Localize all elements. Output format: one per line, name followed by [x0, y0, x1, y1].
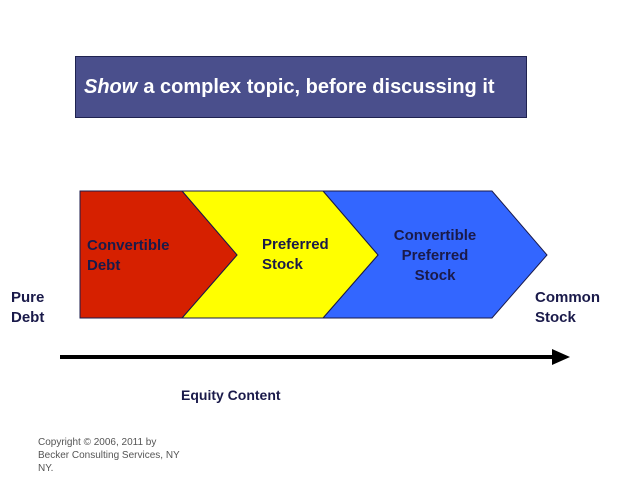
axis-label-common-stock: Common Stock [535, 289, 600, 326]
title-banner: Show a complex topic, before discussing … [75, 56, 527, 118]
title-text: a complex topic, before discussing it [143, 75, 495, 98]
equity-arrow-head [552, 349, 570, 365]
chevron-label-convertible-preferred-stock: Convertible Preferred Stock [393, 227, 477, 284]
title-emphasis: Show [84, 75, 138, 98]
chevron-label-convertible-debt: Convertible Debt [87, 237, 170, 274]
axis-label-pure-debt: Pure Debt [11, 289, 45, 326]
chevron-convertible-debt [79, 190, 238, 319]
copyright-notice: Copyright © 2006, 2011 by Becker Consult… [38, 437, 180, 474]
chevron-label-preferred-stock: Preferred Stock [262, 236, 329, 273]
equity-content-caption: Equity Content [181, 387, 281, 403]
